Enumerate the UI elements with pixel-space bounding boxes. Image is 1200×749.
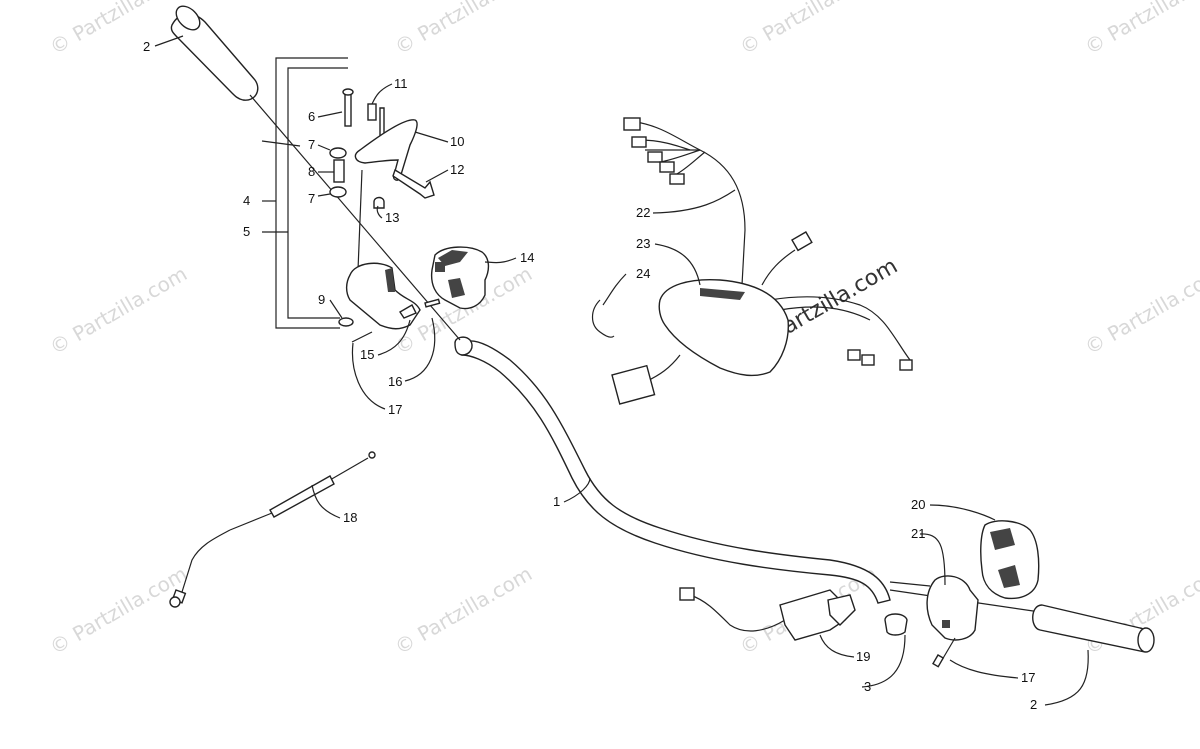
- pin-6: [344, 91, 352, 127]
- watermark: © Partzilla.com: [736, 0, 882, 59]
- callout-17-right: 17: [1021, 670, 1035, 685]
- callout-7-bottom: 7: [308, 191, 315, 206]
- left-grip: [170, 5, 461, 341]
- callout-15: 15: [360, 347, 374, 362]
- watermark: © Partzilla.com: [1081, 261, 1200, 359]
- washer-7-bottom: [329, 186, 347, 198]
- brake-lever-assembly: [329, 88, 435, 271]
- handlebar: [454, 336, 1041, 613]
- throttle-cable-18: [169, 451, 376, 608]
- callout-21: 21: [911, 526, 925, 541]
- callout-6: 6: [308, 109, 315, 124]
- callout-18: 18: [343, 510, 357, 525]
- clamp-3: [884, 613, 908, 636]
- watermark: © Partzilla.com: [1081, 0, 1200, 59]
- callout-19: 19: [856, 649, 870, 664]
- watermark: © Partzilla.com: [46, 261, 192, 359]
- right-side-parts: [679, 520, 1040, 668]
- callout-24: 24: [636, 266, 650, 281]
- leader-lines: [154, 35, 1089, 706]
- bushing-8: [333, 159, 345, 183]
- callout-4: 4: [243, 193, 250, 208]
- callout-11: 11: [394, 76, 408, 91]
- callout-22: 22: [636, 205, 650, 220]
- callout-2-left: 2: [143, 39, 150, 54]
- mount-bracket-lines: [275, 57, 348, 329]
- right-grip: [1032, 604, 1155, 653]
- callout-16: 16: [388, 374, 402, 389]
- callout-20: 20: [911, 497, 925, 512]
- clip-13: [373, 196, 385, 209]
- callout-12: 12: [450, 162, 464, 177]
- insert-11: [367, 103, 377, 121]
- callout-2-right: 2: [1030, 697, 1037, 712]
- callout-1: 1: [553, 494, 560, 509]
- module-23: [658, 278, 789, 377]
- switch-block-14: [430, 246, 490, 310]
- watermark: © Partzilla.com: [391, 0, 537, 59]
- watermark: © Partzilla.com: [391, 561, 537, 659]
- callout-17-left: 17: [388, 402, 402, 417]
- callout-23: 23: [636, 236, 650, 251]
- callout-13: 13: [385, 210, 399, 225]
- callout-7-top: 7: [308, 137, 315, 152]
- callout-3: 3: [864, 679, 871, 694]
- watermark: © Partzilla.com: [46, 561, 192, 659]
- housing-21: [926, 575, 979, 641]
- callout-labels: 2 4 5 6 7 8 7 9 10 11 12 13 14 15 16 17 …: [143, 39, 1037, 712]
- washer-7-top: [329, 147, 347, 159]
- switch-12: [392, 168, 435, 199]
- brake-lever-10: [354, 119, 418, 181]
- callout-14: 14: [520, 250, 534, 265]
- watermark: © Partzilla.com: [46, 0, 192, 59]
- callout-8: 8: [308, 164, 315, 179]
- cable-tie-24: [591, 299, 615, 338]
- callout-5: 5: [243, 224, 250, 239]
- callout-9: 9: [318, 292, 325, 307]
- left-housing: [338, 262, 441, 343]
- wiring-harness: [591, 117, 913, 405]
- callout-10: 10: [450, 134, 464, 149]
